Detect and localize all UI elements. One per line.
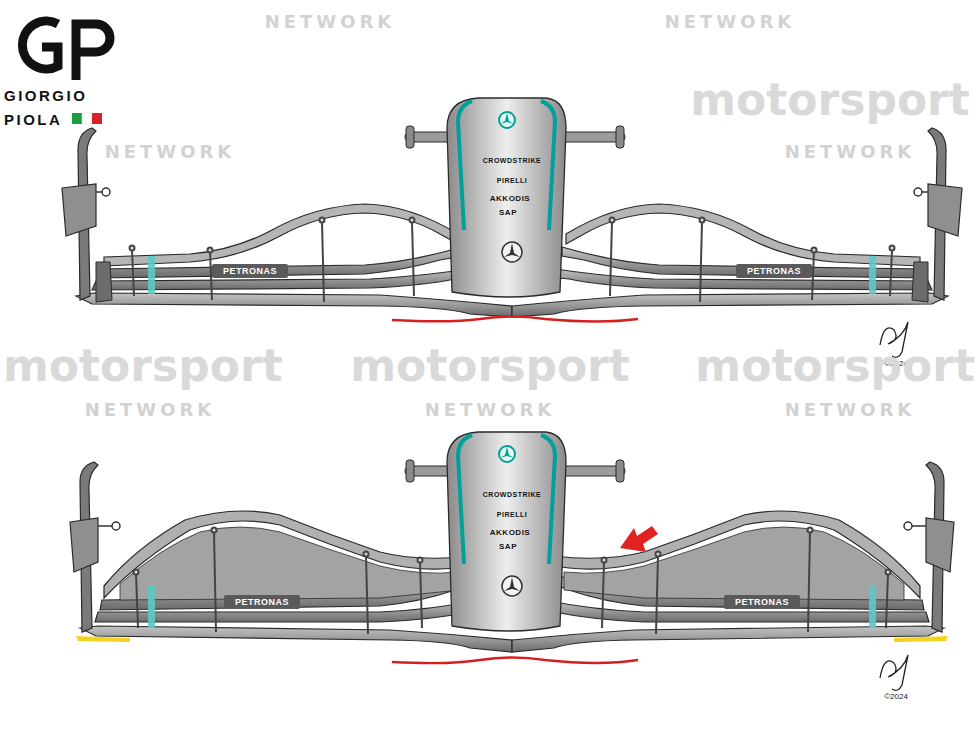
red-arrow: [620, 526, 658, 552]
watermark: NETWORK: [785, 143, 916, 161]
sponsor-text: CROWDSTRIKE: [483, 491, 541, 498]
watermark: NETWORK: [785, 401, 916, 419]
copyright-signature: ©2024: [884, 693, 908, 701]
front-wing-old: [62, 98, 962, 322]
sponsor-text: AKKODIS: [490, 195, 530, 203]
red-line: [392, 658, 638, 664]
watermark: NETWORK: [665, 13, 796, 31]
sponsor-text: SAP: [499, 209, 517, 217]
sponsor-text: PETRONAS: [735, 598, 789, 607]
logo-mark: [22, 21, 110, 124]
sponsor-text: PIRELLI: [497, 177, 527, 184]
sponsor-text: CROWDSTRIKE: [483, 157, 541, 164]
watermark: NETWORK: [425, 401, 556, 419]
sponsor-text: PETRONAS: [223, 267, 277, 276]
sponsor-text: SAP: [499, 543, 517, 551]
sponsor-text: PETRONAS: [235, 598, 289, 607]
watermark: NETWORK: [265, 13, 396, 31]
sponsor-text: PETRONAS: [747, 267, 801, 276]
watermark: NETWORK: [105, 143, 236, 161]
logo-text: GIORGIO: [4, 88, 87, 103]
red-line: [392, 317, 638, 322]
logo-text: PIOLA: [4, 112, 62, 127]
sponsor-text: AKKODIS: [490, 529, 530, 537]
sponsor-text: PIRELLI: [497, 511, 527, 518]
front-wing-new: [70, 432, 954, 663]
watermark: NETWORK: [85, 401, 216, 419]
watermark: motorsport: [350, 344, 630, 388]
watermark: motorsport: [695, 344, 975, 388]
watermark: motorsport: [690, 78, 970, 122]
watermark: motorsport: [3, 344, 283, 388]
